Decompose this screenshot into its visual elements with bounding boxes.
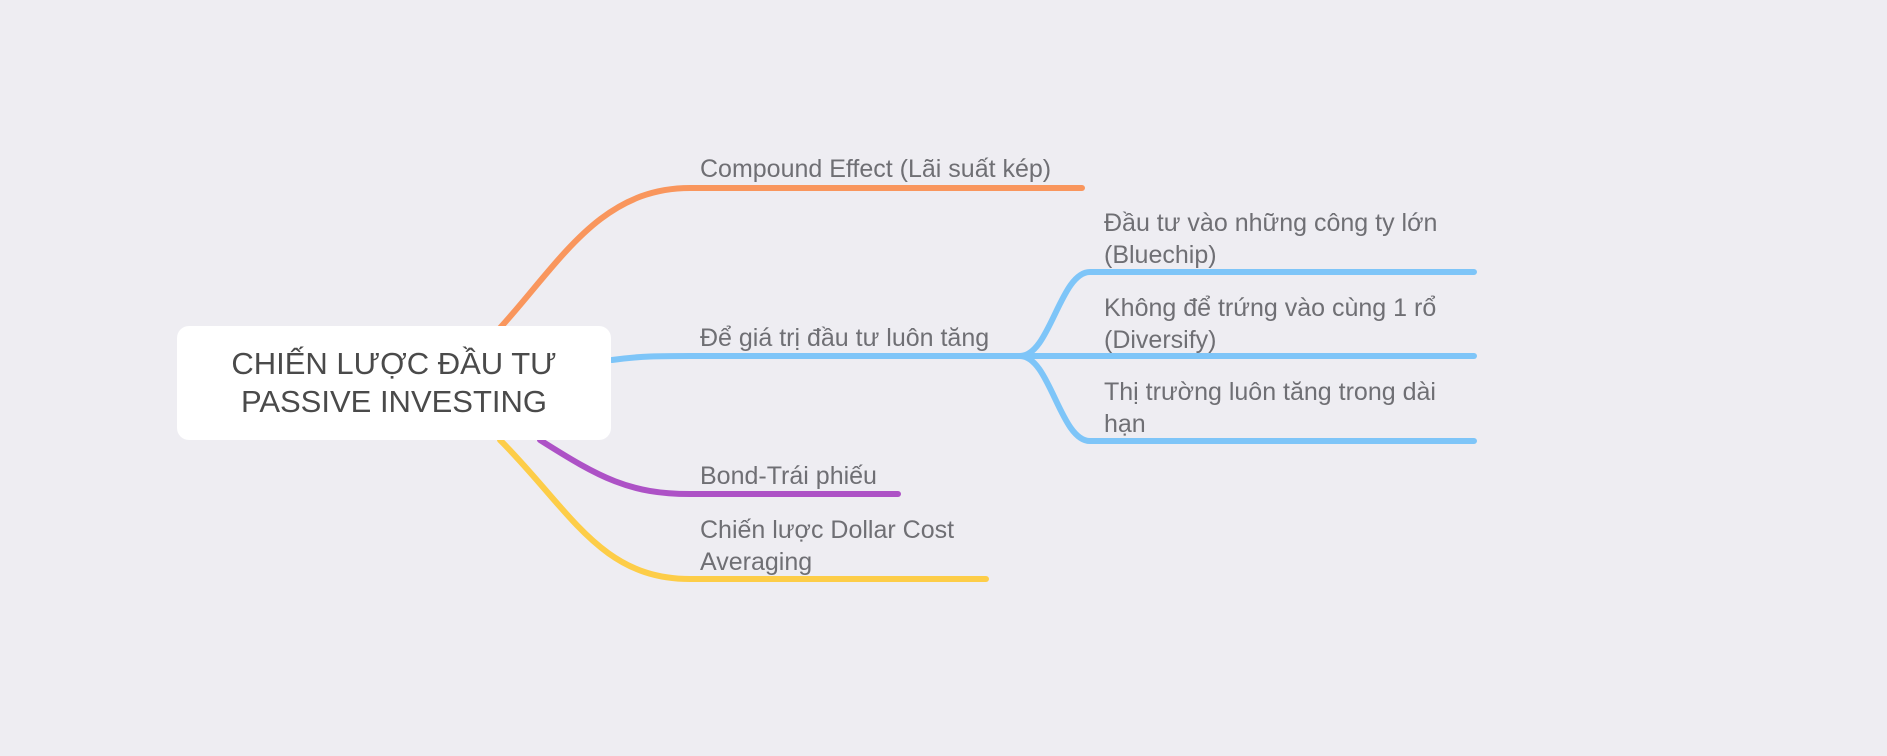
subtopic-diversify[interactable]: Không để trứng vào cùng 1 rổ (Diversify) xyxy=(1104,292,1436,356)
branch-line-dollar-cost-averaging xyxy=(497,437,989,582)
branch-line-bond xyxy=(537,437,901,497)
branch-line-value-growth xyxy=(609,353,1023,363)
branch-line-compound-effect xyxy=(497,185,1085,331)
topic-dollar-cost-averaging[interactable]: Chiến lược Dollar Cost Averaging xyxy=(700,514,954,578)
subtopic-line-1: Thị trường luôn tăng trong dài xyxy=(1104,378,1436,406)
subtopic-line-1: Không để trứng vào cùng 1 rổ xyxy=(1104,294,1437,322)
topic-line-1: Chiến lược Dollar Cost xyxy=(700,516,955,544)
central-topic-line-1: CHIẾN LƯỢC ĐẦU TƯ xyxy=(231,346,557,381)
topic-value-growth[interactable]: Để giá trị đầu tư luôn tăng xyxy=(700,322,989,354)
subtopic-line-2: (Diversify) xyxy=(1104,326,1217,354)
branch-line-long-term-market xyxy=(1017,353,1477,444)
topic-label: Compound Effect (Lãi suất kép) xyxy=(700,155,1052,183)
central-topic-line-2: PASSIVE INVESTING xyxy=(240,384,548,419)
subtopic-line-2: hạn xyxy=(1104,410,1146,438)
topic-bond[interactable]: Bond-Trái phiếu xyxy=(700,460,877,492)
subtopic-line-1: Đầu tư vào những công ty lớn xyxy=(1104,209,1438,237)
topic-label: Bond-Trái phiếu xyxy=(700,462,877,490)
subtopic-line-2: (Bluechip) xyxy=(1104,241,1217,269)
topic-compound-effect[interactable]: Compound Effect (Lãi suất kép) xyxy=(700,153,1051,185)
central-topic[interactable]: CHIẾN LƯỢC ĐẦU TƯ PASSIVE INVESTING xyxy=(177,326,611,440)
topic-label: Để giá trị đầu tư luôn tăng xyxy=(700,324,990,352)
subtopic-bluechip[interactable]: Đầu tư vào những công ty lớn (Bluechip) xyxy=(1104,207,1437,271)
subtopic-long-term-market[interactable]: Thị trường luôn tăng trong dài hạn xyxy=(1104,376,1436,440)
topic-line-2: Averaging xyxy=(700,548,813,576)
branch-line-bluechip xyxy=(1017,269,1477,359)
